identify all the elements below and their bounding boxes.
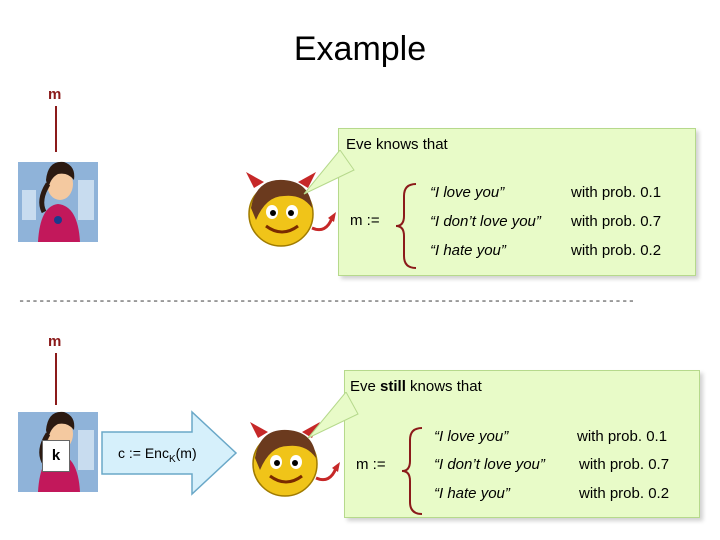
eve-devil-icon bbox=[236, 168, 340, 252]
message-prob-top-1: with prob. 0.1 bbox=[571, 184, 662, 201]
message-def-label-top: m := bbox=[350, 212, 380, 229]
message-arrow-top bbox=[55, 106, 57, 152]
message-label-bottom: m bbox=[48, 333, 62, 350]
message-option-bottom-2: “I don’t love you” bbox=[434, 456, 545, 473]
brace-top bbox=[395, 183, 417, 269]
message-option-top-3: “I hate you” bbox=[430, 242, 506, 259]
message-prob-top-2: with prob. 0.7 bbox=[571, 213, 662, 230]
alice-figure-icon bbox=[18, 400, 98, 492]
message-arrow-bottom bbox=[55, 353, 57, 405]
slide-title: Example bbox=[293, 30, 427, 68]
section-divider: ----------------------------------------… bbox=[18, 294, 635, 308]
message-option-top-2: “I don’t love you” bbox=[430, 213, 541, 230]
speech-bubble-tail-bottom bbox=[307, 392, 359, 439]
message-prob-top-3: with prob. 0.2 bbox=[571, 242, 662, 259]
message-prob-bottom-2: with prob. 0.7 bbox=[579, 456, 670, 473]
bubble-heading-bottom: Eve still knows that bbox=[350, 378, 482, 395]
eve-devil-icon bbox=[240, 418, 344, 502]
alice-figure-icon bbox=[18, 150, 98, 242]
key-label-box: k bbox=[42, 440, 70, 472]
bubble-heading-top: Eve knows that bbox=[346, 136, 448, 153]
speech-bubble-bottom bbox=[344, 370, 700, 518]
message-def-label-bottom: m := bbox=[356, 456, 386, 473]
message-option-bottom-1: “I love you” bbox=[434, 428, 509, 445]
message-prob-bottom-3: with prob. 0.2 bbox=[579, 485, 670, 502]
message-option-top-1: “I love you” bbox=[430, 184, 505, 201]
message-option-bottom-3: “I hate you” bbox=[434, 485, 510, 502]
speech-bubble-tail-top bbox=[303, 150, 355, 195]
speech-bubble-top bbox=[338, 128, 696, 276]
ciphertext-label: c := EncK(m) bbox=[118, 445, 197, 465]
message-label-top: m bbox=[48, 86, 62, 103]
message-prob-bottom-1: with prob. 0.1 bbox=[577, 428, 668, 445]
brace-bottom bbox=[401, 427, 423, 515]
ciphertext-arrow bbox=[101, 410, 238, 496]
